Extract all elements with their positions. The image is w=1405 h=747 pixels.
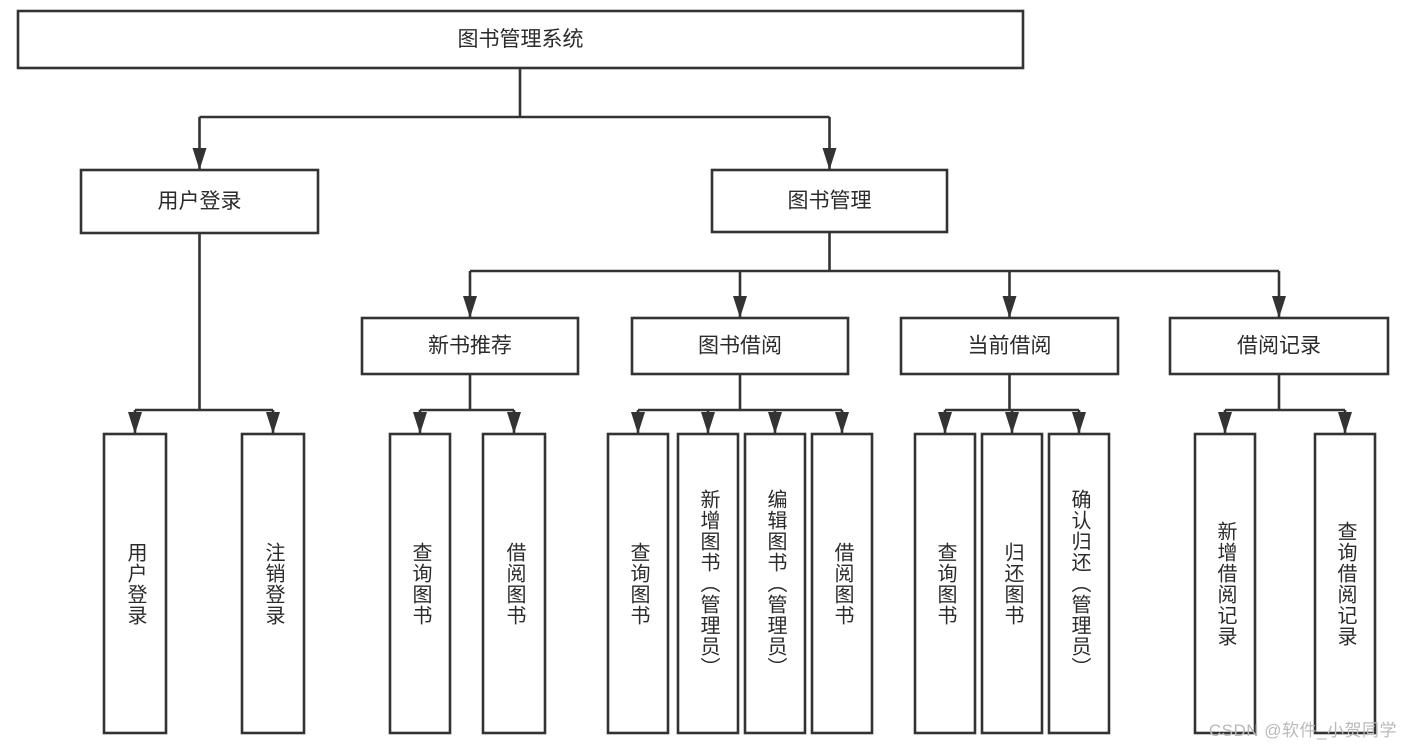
node-label-user-login: 用户登录 <box>158 190 242 213</box>
node-label-book-borrow: 图书借阅 <box>698 335 782 358</box>
node-box-leaf-logout <box>240 432 306 735</box>
arrow-head-icon <box>938 412 952 434</box>
node-box-leaf-confirm-return-admin <box>1047 432 1111 735</box>
arrow-head-icon <box>1002 296 1017 318</box>
node-box-borrow-record <box>1168 316 1390 376</box>
node-box-leaf-query-book-current <box>913 432 977 735</box>
node-box-leaf-user-login <box>102 432 168 735</box>
node-box-leaf-query-book-borrow <box>606 432 670 735</box>
node-box-leaf-query-borrow-record <box>1313 432 1377 735</box>
arrow-head-icon <box>733 296 747 318</box>
arrow-head-icon <box>1338 412 1352 434</box>
node-box-leaf-add-book-admin <box>676 432 740 735</box>
node-box-user-login <box>79 168 320 235</box>
arrow-head-icon <box>266 412 280 434</box>
arrow-head-icon <box>463 296 477 318</box>
node-box-leaf-query-book-recommend <box>388 432 452 735</box>
arrow-head-icon <box>507 412 521 434</box>
arrow-head-icon <box>768 412 782 434</box>
node-box-book-management <box>710 168 949 234</box>
arrow-head-icon <box>1072 412 1086 434</box>
arrow-head-icon <box>835 412 849 434</box>
node-label-current-borrow: 当前借阅 <box>968 335 1052 358</box>
node-box-current-borrow <box>899 316 1120 376</box>
arrow-head-icon <box>413 412 427 434</box>
node-box-leaf-return-book <box>980 432 1044 735</box>
arrow-head-icon <box>1272 296 1286 318</box>
node-box-book-borrow <box>630 316 850 376</box>
arrow-head-icon <box>701 412 715 434</box>
node-box-leaf-add-borrow-record <box>1193 432 1257 735</box>
node-label-book-management: 图书管理 <box>788 190 872 213</box>
arrow-head-icon <box>1005 412 1019 434</box>
arrow-head-icon <box>631 412 645 434</box>
node-box-leaf-borrow-book-recommend <box>481 432 547 735</box>
node-label-root: 图书管理系统 <box>458 28 584 51</box>
arrow-head-icon <box>1218 412 1232 434</box>
watermark-text: CSDN @软件_小贺同学 <box>1208 721 1397 740</box>
boxes-layer <box>16 9 1390 735</box>
arrow-head-icon <box>192 148 207 170</box>
node-box-root <box>16 9 1025 70</box>
arrow-head-icon <box>822 148 837 170</box>
node-label-new-book-recommend: 新书推荐 <box>428 335 512 358</box>
node-box-leaf-edit-book-admin <box>743 432 807 735</box>
arrow-head-icon <box>128 412 142 434</box>
node-box-new-book-recommend <box>360 316 580 376</box>
edges-layer <box>128 68 1352 434</box>
node-label-borrow-record: 借阅记录 <box>1237 335 1321 358</box>
node-box-leaf-borrow-book <box>810 432 874 735</box>
